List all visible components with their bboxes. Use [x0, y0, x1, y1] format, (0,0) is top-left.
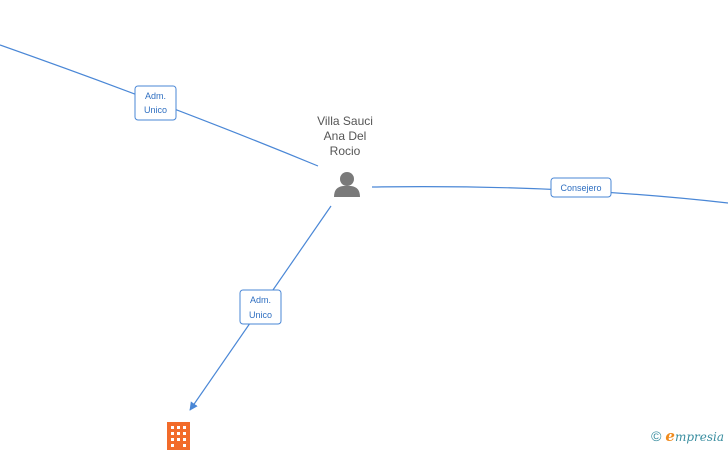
edge-label-consejero[interactable]: Consejero — [550, 177, 612, 198]
brand-initial: e — [665, 427, 675, 445]
building-icon[interactable] — [167, 422, 190, 450]
person-name-line: Rocio — [329, 144, 361, 158]
person-name-line: Ana Del — [323, 129, 367, 143]
brand-logo[interactable]: empresia — [665, 427, 724, 445]
edge-consejero — [371, 186, 728, 204]
copyright-icon: © — [651, 428, 662, 444]
brand-rest: mpresia — [674, 430, 724, 444]
person-name[interactable]: Villa Sauci Ana Del Rocio — [300, 114, 390, 159]
brand-footer: © empresia — [651, 427, 724, 445]
person-icon[interactable] — [334, 172, 360, 197]
person-name-line: Villa Sauci — [317, 114, 373, 128]
edge-label-line: Adm. — [250, 295, 271, 305]
edge-label-line: Unico — [144, 105, 167, 115]
edge-label-line: Unico — [249, 310, 272, 320]
edge-label-adm-unico-top[interactable]: Adm. Unico — [134, 85, 177, 121]
edge-label-adm-unico-company[interactable]: Adm. Unico — [239, 289, 282, 325]
edge-label-line: Consejero — [560, 183, 601, 193]
edge-label-line: Adm. — [145, 91, 166, 101]
